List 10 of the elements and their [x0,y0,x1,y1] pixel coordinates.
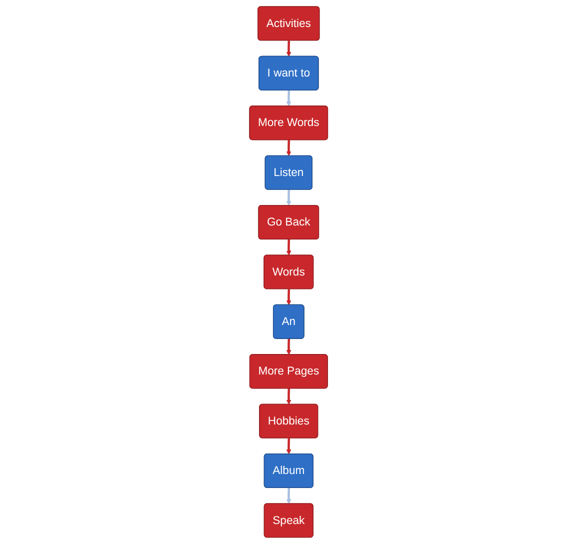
arrow [286,239,292,256]
arrow [286,438,292,454]
arrow [286,140,292,156]
arrow [286,488,292,504]
arrow [286,388,292,405]
arrow [286,90,292,106]
arrow [286,190,292,206]
arrow [286,289,292,306]
arrow [286,40,292,57]
arrow [286,338,292,355]
